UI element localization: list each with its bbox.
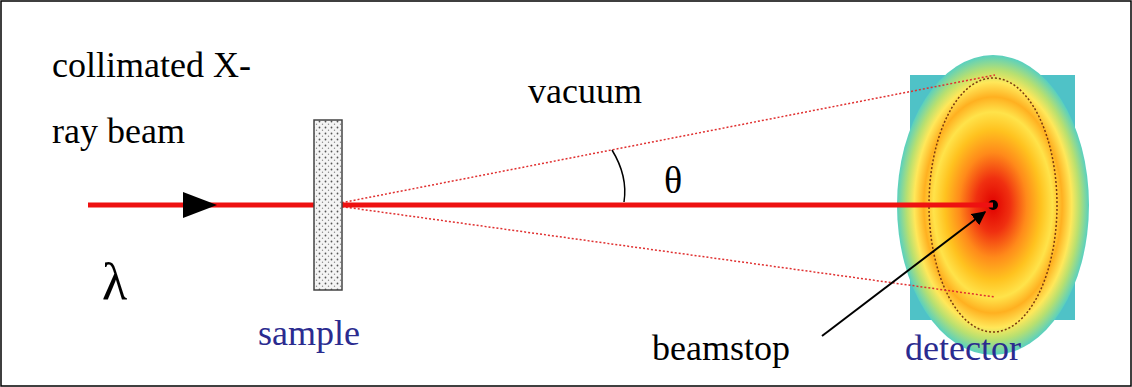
wavelength-symbol: λ (102, 252, 127, 312)
scatter-ray (330, 75, 995, 205)
angle-symbol: θ (664, 160, 682, 200)
x-ray-beam (88, 203, 993, 208)
detector-label: detector (905, 327, 1021, 369)
sample-label: sample (258, 312, 360, 354)
angle-arc (612, 150, 625, 202)
scatter-ray (330, 205, 995, 297)
vacuum-label: vacuum (528, 70, 642, 112)
beamstop-label: beamstop (652, 327, 790, 369)
beam-arrowhead (183, 192, 217, 218)
beam-label: collimated X-ray beam (52, 32, 252, 164)
sample-slab (314, 120, 342, 290)
leader-line (822, 212, 985, 336)
